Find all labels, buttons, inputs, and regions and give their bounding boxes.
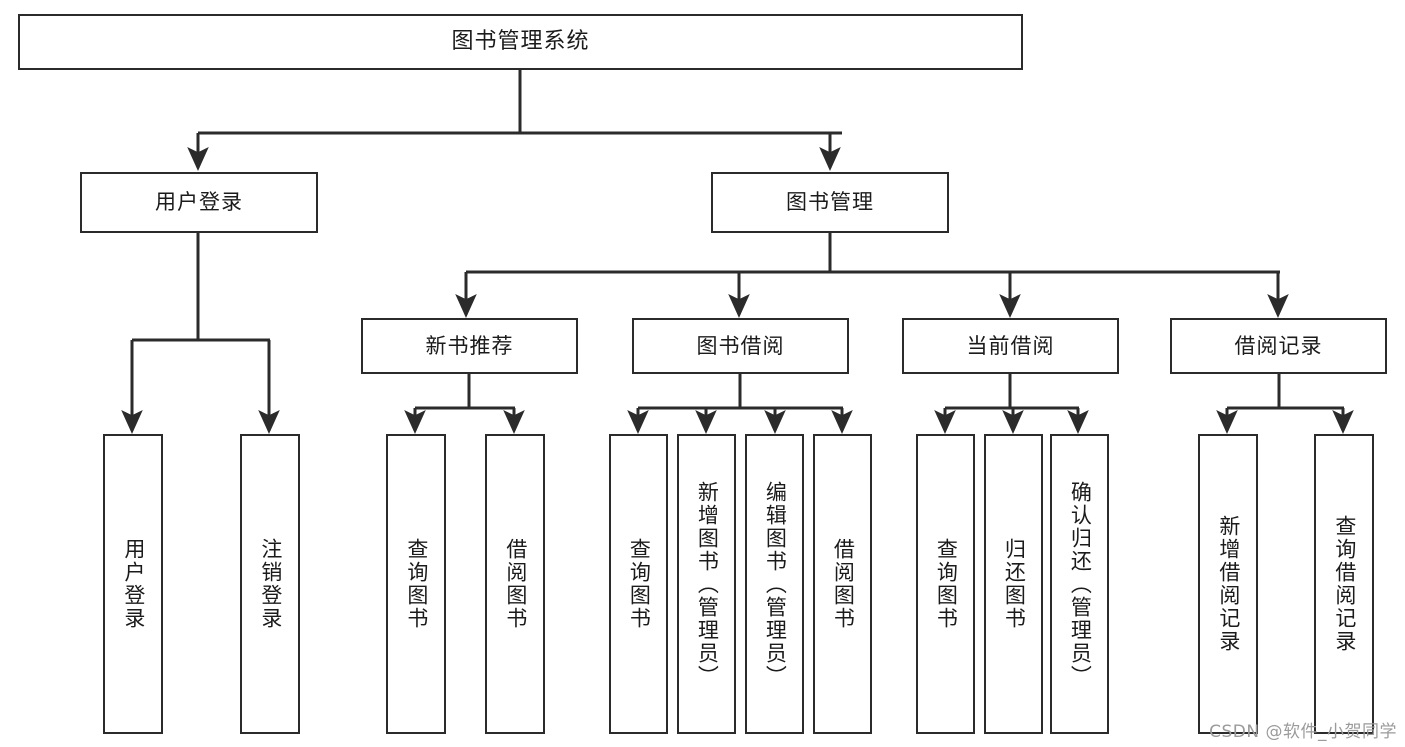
- node-leaf-edit-book-label: 编辑图书（管理员）: [763, 480, 788, 688]
- node-leaf-borrow-book-1[interactable]: 借阅图书: [485, 434, 545, 734]
- node-leaf-query-book-1[interactable]: 查询图书: [386, 434, 446, 734]
- node-leaf-query-record-label: 查询借阅记录: [1332, 515, 1357, 653]
- node-leaf-add-book[interactable]: 新增图书（管理员）: [677, 434, 736, 734]
- node-leaf-confirm-return-label: 确认归还（管理员）: [1068, 480, 1093, 688]
- node-leaf-edit-book[interactable]: 编辑图书（管理员）: [745, 434, 804, 734]
- node-leaf-query-record[interactable]: 查询借阅记录: [1314, 434, 1374, 734]
- node-user-login[interactable]: 用户登录: [80, 172, 318, 233]
- node-current-borrow-label: 当前借阅: [966, 333, 1055, 358]
- node-leaf-return-book[interactable]: 归还图书: [984, 434, 1043, 734]
- node-leaf-logout-label: 注销登录: [258, 538, 283, 630]
- node-leaf-borrow-book-2-label: 借阅图书: [831, 538, 856, 630]
- node-root-label: 图书管理系统: [451, 29, 590, 55]
- node-current-borrow[interactable]: 当前借阅: [902, 318, 1119, 374]
- node-leaf-borrow-book-1-label: 借阅图书: [503, 538, 528, 630]
- node-book-borrow-label: 图书借阅: [696, 333, 785, 358]
- node-new-book-recommend-label: 新书推荐: [425, 333, 514, 358]
- node-leaf-query-book-1-label: 查询图书: [404, 538, 429, 630]
- node-root[interactable]: 图书管理系统: [18, 14, 1023, 70]
- node-leaf-query-book-3-label: 查询图书: [934, 538, 959, 630]
- node-book-manage-label: 图书管理: [786, 190, 874, 215]
- node-leaf-user-login[interactable]: 用户登录: [103, 434, 163, 734]
- node-leaf-add-book-label: 新增图书（管理员）: [695, 480, 720, 688]
- node-leaf-confirm-return[interactable]: 确认归还（管理员）: [1050, 434, 1109, 734]
- node-borrow-record-label: 借阅记录: [1234, 333, 1323, 358]
- node-leaf-query-book-3[interactable]: 查询图书: [916, 434, 975, 734]
- node-leaf-query-book-2[interactable]: 查询图书: [609, 434, 668, 734]
- node-leaf-add-record-label: 新增借阅记录: [1216, 515, 1241, 653]
- node-leaf-logout[interactable]: 注销登录: [240, 434, 300, 734]
- node-user-login-label: 用户登录: [155, 190, 243, 215]
- node-new-book-recommend[interactable]: 新书推荐: [361, 318, 578, 374]
- node-leaf-query-book-2-label: 查询图书: [627, 538, 652, 630]
- node-borrow-record[interactable]: 借阅记录: [1170, 318, 1387, 374]
- node-book-borrow[interactable]: 图书借阅: [632, 318, 849, 374]
- node-leaf-add-record[interactable]: 新增借阅记录: [1198, 434, 1258, 734]
- node-leaf-borrow-book-2[interactable]: 借阅图书: [813, 434, 872, 734]
- node-leaf-return-book-label: 归还图书: [1002, 538, 1027, 630]
- csdn-watermark: CSDN @软件_小贺同学: [1209, 722, 1397, 742]
- node-book-manage[interactable]: 图书管理: [711, 172, 949, 233]
- node-leaf-user-login-label: 用户登录: [121, 538, 146, 630]
